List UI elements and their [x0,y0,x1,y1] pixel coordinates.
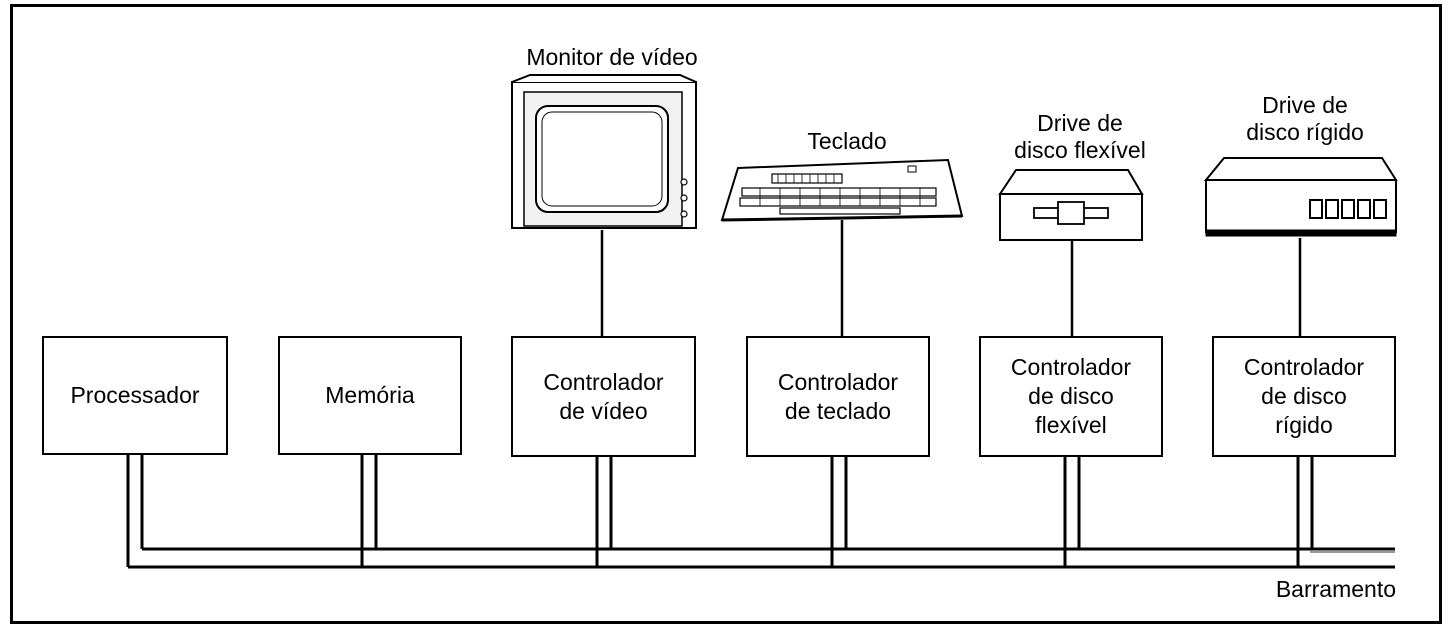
keyboard-controller-box: Controlador de teclado [746,336,930,457]
hard-disk-controller-box: Controlador de disco rígido [1212,336,1396,457]
connector-hard-disk-controller [1296,455,1314,567]
connector-video-controller [595,455,613,567]
label-floppy-drive: Drive de disco flexível [1014,110,1146,163]
diagram-frame [10,4,1442,624]
bus-label: Barramento [1275,576,1396,602]
bus [128,547,1395,569]
label-keyboard: Teclado [807,128,887,154]
video-controller-box: Controlador de vídeo [511,336,696,457]
label-video-monitor: Monitor de vídeo [526,44,698,70]
keyboard-icon [720,158,964,222]
device-links [600,220,1302,336]
connector-processor [126,453,144,567]
hard-drive-icon [1203,157,1398,237]
processor-box: Processador [42,336,228,455]
label-hard-drive: Drive de disco rígido [1246,92,1364,145]
monitor-icon [511,74,697,229]
floppy-drive-icon [998,169,1144,241]
floppy-controller-box: Controlador de disco flexível [979,336,1163,457]
bus-connectors [126,453,1314,567]
connector-keyboard-controller [830,455,848,567]
connector-memory [360,453,378,567]
connector-floppy-controller [1063,455,1081,567]
memory-box: Memória [278,336,462,455]
